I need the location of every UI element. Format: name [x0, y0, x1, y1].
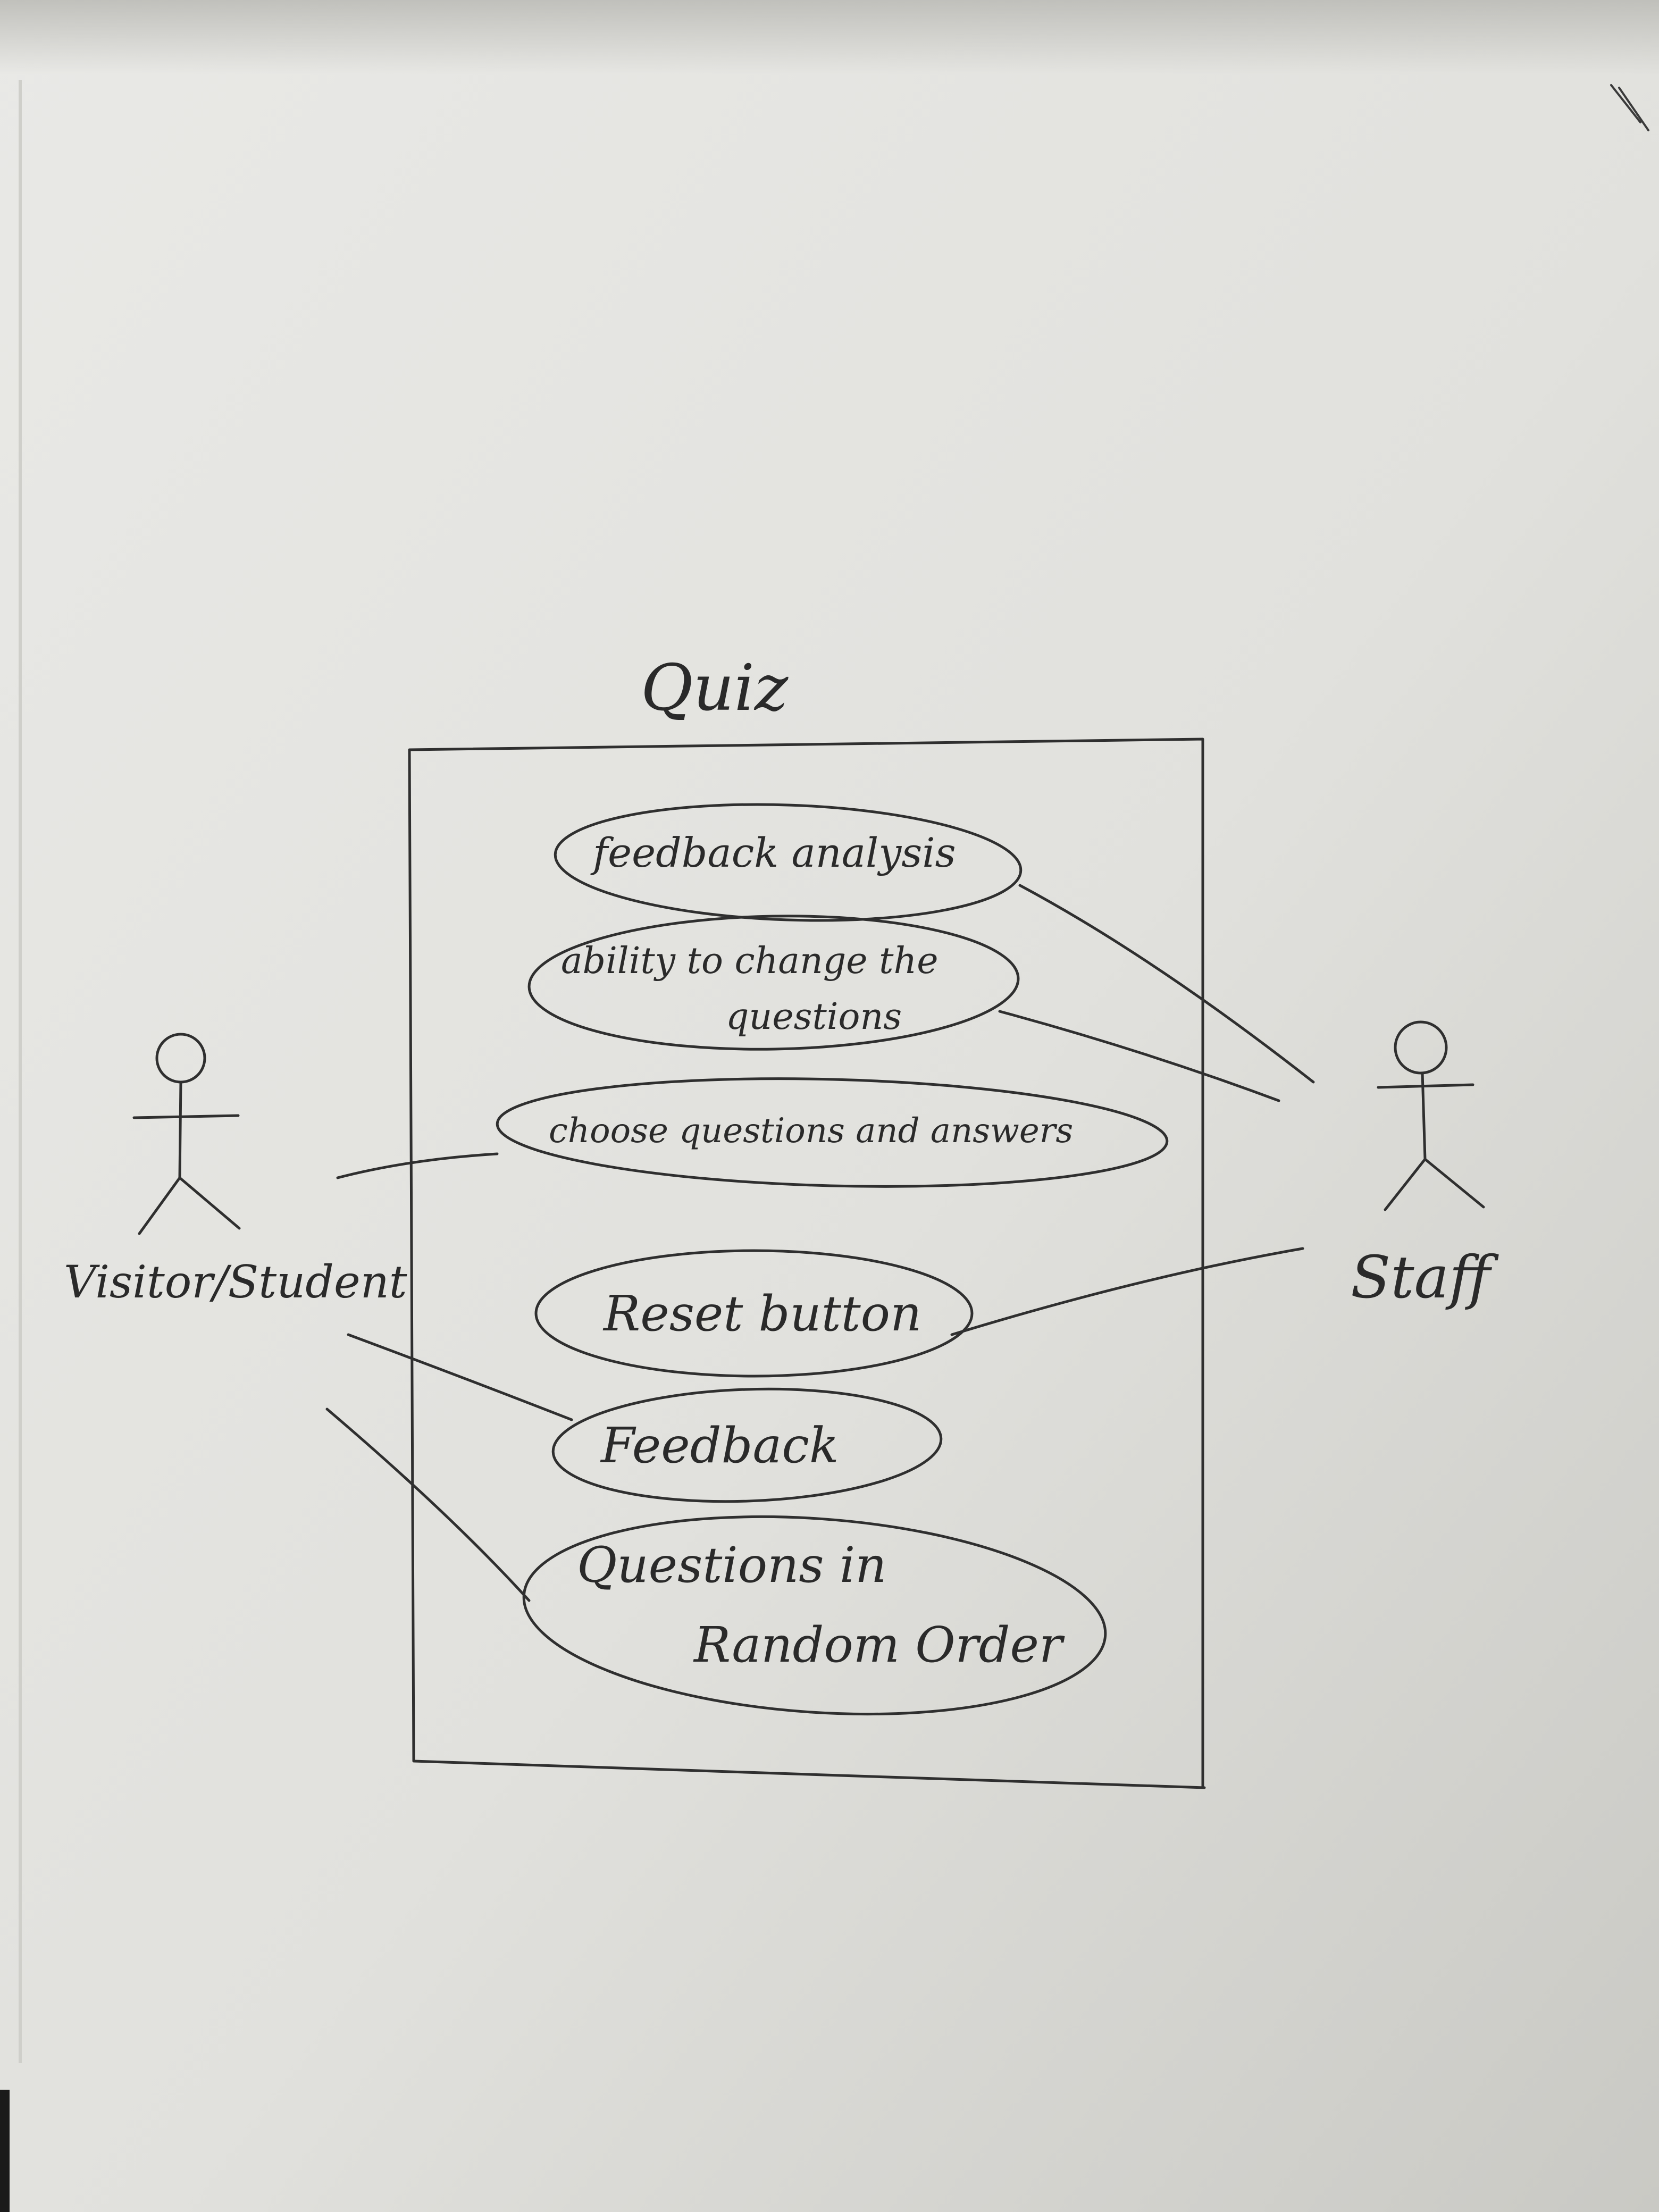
paper-clip-mark — [1610, 84, 1649, 131]
use-case-choose-questions — [496, 1077, 1169, 1188]
actor-staff-head — [1394, 1020, 1448, 1075]
system-boundary — [408, 738, 1206, 1789]
association-staff-change-questions — [998, 1010, 1280, 1102]
use-case-change-questions — [527, 915, 1020, 1051]
table-corner — [0, 2090, 10, 2212]
use-case-feedback-label: Feedback — [600, 1417, 839, 1474]
use-case-random-order-label-1: Questions in — [577, 1537, 887, 1594]
association-student-random-order — [325, 1407, 531, 1602]
association-staff-feedback-analysis — [1018, 884, 1315, 1084]
use-case-choose-questions-label: choose questions and answers — [549, 1111, 1073, 1151]
actor-staff-body — [1377, 1071, 1485, 1211]
actor-staff-figure — [1377, 1020, 1485, 1211]
association-staff-reset-button — [950, 1247, 1304, 1336]
use-case-feedback-analysis — [554, 803, 1023, 922]
use-case-feedback — [551, 1387, 943, 1503]
paper-top-shadow — [0, 0, 1659, 74]
use-case-reset-button-label: Reset button — [602, 1285, 921, 1342]
association-student-feedback — [347, 1333, 573, 1421]
use-case-change-questions-label-2: questions — [726, 996, 902, 1038]
use-case-random-order-label-2: Random Order — [693, 1616, 1065, 1673]
system-title: Quiz — [641, 651, 789, 725]
use-case-feedback-analysis-label: feedback analysis — [590, 829, 956, 876]
actor-visitor-student-figure — [132, 1033, 241, 1235]
actor-staff-label: Staff — [1351, 1243, 1499, 1311]
actor-visitor-student-label: Visitor/Student — [64, 1256, 407, 1308]
actor-visitor-student-body — [132, 1080, 241, 1235]
association-student-choose-questions — [336, 1152, 499, 1179]
use-case-change-questions-label-1: ability to change the — [561, 940, 939, 982]
use-case-reset-button — [534, 1249, 974, 1378]
